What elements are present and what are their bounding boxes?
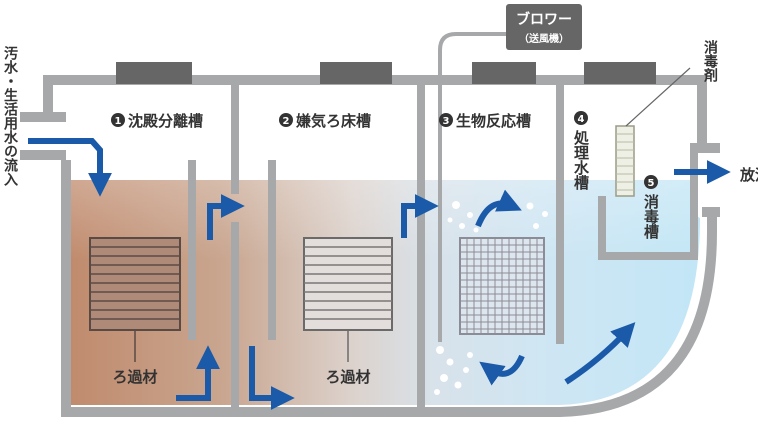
arrow-over-2 [401, 194, 439, 238]
filter1-label: ろ過材 [112, 368, 157, 386]
arrow-inflow [28, 138, 112, 197]
arrow-down-2 [249, 346, 295, 410]
blower-pipe [438, 32, 506, 342]
filter-media-1 [89, 237, 181, 362]
contact-media-grid [459, 237, 545, 335]
arrow-up-1 [176, 345, 220, 401]
inflow-pipe [20, 112, 66, 160]
arrow-circ-bottom [479, 354, 525, 386]
air-bubbles [434, 201, 548, 395]
arrow-to-outflow [564, 322, 636, 385]
tank4-label: 処理水槽 [572, 129, 590, 191]
tank-lids [116, 62, 656, 84]
tank1-label: 沈殿分離槽 [128, 112, 203, 130]
blower-sub: （送風機） [519, 32, 569, 45]
badge-5: 5 [648, 178, 655, 189]
tank3-label: 生物反応槽 [456, 112, 531, 130]
number-badges: 1 2 3 4 5 [111, 111, 658, 189]
flow-arrows [28, 138, 731, 410]
badge-1: 1 [115, 116, 122, 127]
arrow-circ-top [475, 189, 522, 228]
outflow-pipe [690, 143, 720, 217]
partitions [188, 84, 698, 414]
badge-3: 3 [443, 116, 450, 127]
blower: ブロワー （送風機） [506, 4, 582, 50]
tank5-label: 消毒槽 [642, 193, 660, 240]
disinfectant-cartridge [615, 67, 691, 197]
badge-2: 2 [283, 116, 290, 127]
tank2-label: 嫌気ろ床槽 [295, 112, 371, 130]
disinfectant-label: 消毒剤 [702, 39, 719, 83]
inflow-label: 汚水・生活用水の流入 [2, 45, 18, 186]
badge-4: 4 [578, 114, 585, 125]
outflow-label: 放流 [739, 166, 758, 184]
arrow-over-1 [207, 194, 245, 240]
filter2-label: ろ過材 [325, 368, 370, 386]
filter-media-2 [303, 237, 393, 362]
blower-title: ブロワー [516, 11, 572, 28]
